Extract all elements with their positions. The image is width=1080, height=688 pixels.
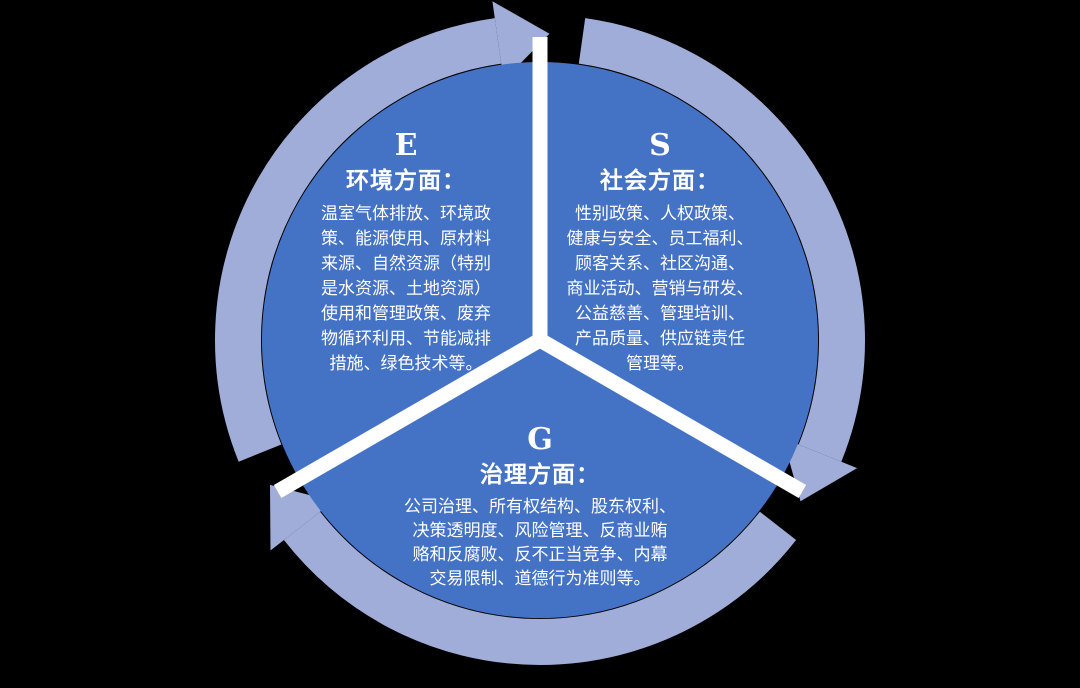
segment-body-social: 性别政策、人权政策、 健康与安全、员工福利、 顾客关系、社区沟通、 商业活动、营… xyxy=(566,204,754,373)
segment-body-governance: 公司治理、所有权结构、股东权利、 决策透明度、风险管理、反商业贿 赂和反腐败、反… xyxy=(404,497,676,588)
segment-heading-social: 社会方面： xyxy=(600,167,720,193)
segment-divider-lower-left xyxy=(273,333,544,498)
segment-heading-environment: 环境方面： xyxy=(346,167,466,193)
segment-governance-label: G 治理方面： 公司治理、所有权结构、股东权利、 决策透明度、风险管理、反商业贿… xyxy=(380,424,700,591)
ring-arc-upper-left xyxy=(215,18,502,462)
ring-arc-upper-right xyxy=(578,18,865,462)
segment-social-label: S 社会方面： 性别政策、人权政策、 健康与安全、员工福利、 顾客关系、社区沟通… xyxy=(540,130,780,376)
segment-letter-e: E xyxy=(394,128,418,163)
segment-letter-g: G xyxy=(527,422,553,457)
segment-letter-s: S xyxy=(649,128,671,163)
segment-heading-governance: 治理方面： xyxy=(480,461,600,487)
ring-arc-bottom xyxy=(283,511,797,665)
segment-body-environment: 温室气体排放、环境政 策、能源使用、原材料 来源、自然资源（特别 是水资源、土地… xyxy=(321,204,491,373)
arrowhead-top-icon xyxy=(492,1,550,81)
segment-divider-lower-right xyxy=(536,333,807,498)
segment-environment-label: E 环境方面： 温室气体排放、环境政 策、能源使用、原材料 来源、自然资源（特别… xyxy=(286,130,526,376)
